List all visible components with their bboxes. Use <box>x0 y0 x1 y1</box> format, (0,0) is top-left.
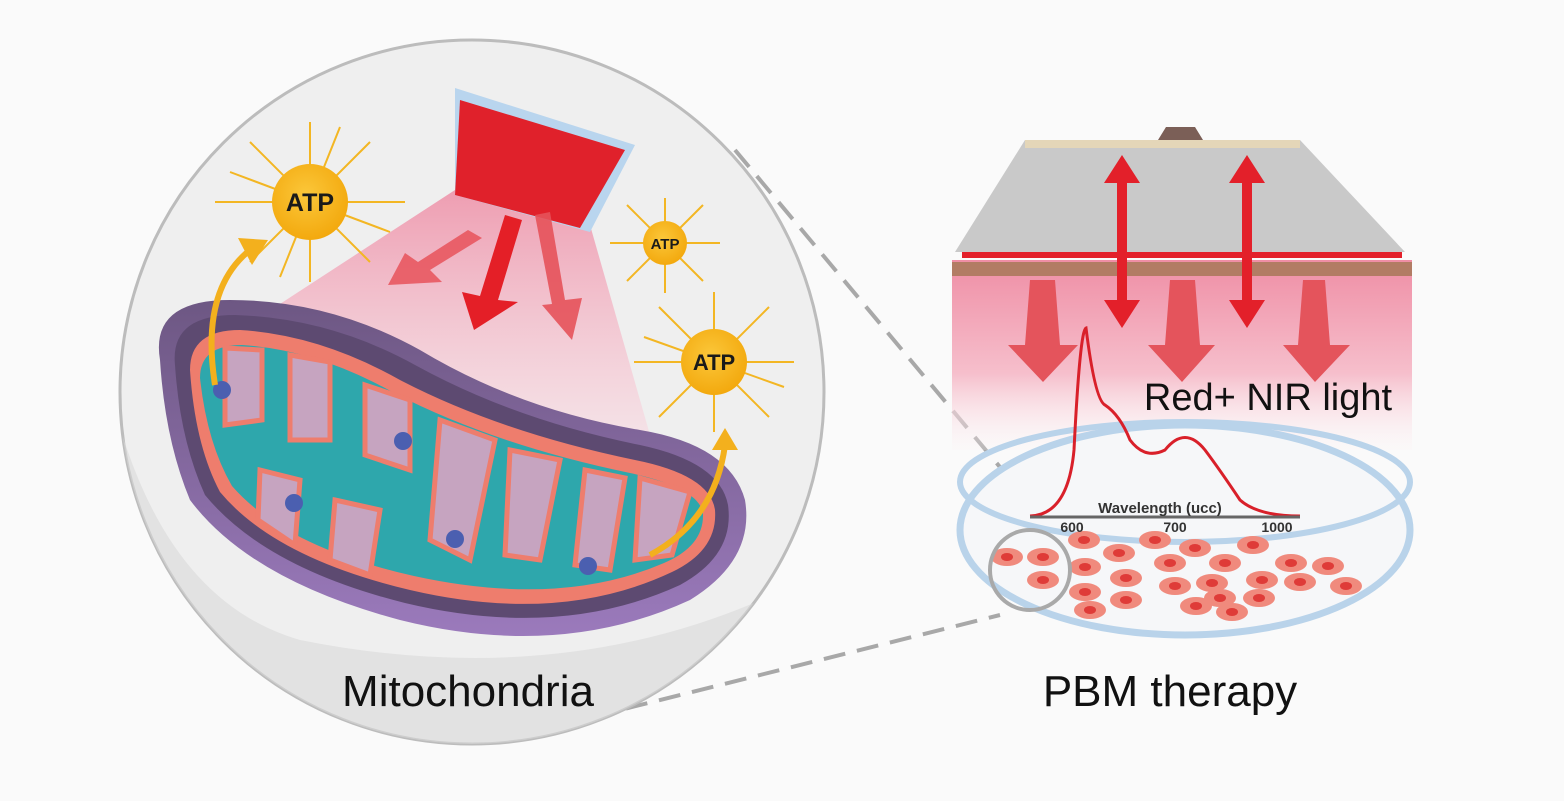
spectrum-tick: 700 <box>1163 519 1187 535</box>
cell-nucleus <box>1037 553 1049 561</box>
arrowhead <box>238 238 268 265</box>
cell-nucleus <box>1079 563 1091 571</box>
reflection-arrows <box>1104 155 1265 328</box>
cell-nucleus <box>1206 579 1218 587</box>
light-arrow <box>535 212 582 340</box>
light-device <box>955 127 1405 258</box>
cell-nucleus <box>1189 544 1201 552</box>
cell-nucleus <box>1256 576 1268 584</box>
cristae <box>222 345 694 579</box>
curved-arrow <box>208 247 252 386</box>
cell-nucleus <box>1169 582 1181 590</box>
down-arrow <box>1008 280 1078 382</box>
spectrum-curve <box>1029 325 1301 518</box>
light-arrows <box>388 212 582 340</box>
circle-shadow <box>120 390 824 744</box>
atp-burst: ATP <box>610 198 720 293</box>
spectrum-chart: Wavelength (ucc) 600 700 1000 <box>1029 325 1301 535</box>
spectrum-tick: 1000 <box>1261 519 1292 535</box>
atp-release-arrows <box>208 247 728 558</box>
cell-cluster <box>991 531 1362 621</box>
cell-nucleus <box>1322 562 1334 570</box>
cell-nucleus <box>1190 602 1202 610</box>
curved-arrow <box>648 444 728 558</box>
cell-nucleus <box>1226 608 1238 616</box>
atp-circle <box>272 164 348 240</box>
zoom-connector-lines <box>559 148 1042 727</box>
down-arrow <box>1283 280 1350 382</box>
cell-nucleus <box>1340 582 1352 590</box>
cell-nucleus <box>1120 596 1132 604</box>
atp-label: ATP <box>693 350 735 375</box>
light-source-panel <box>455 88 635 232</box>
cell-nucleus <box>1001 553 1013 561</box>
zoom-inset-circle <box>988 528 1072 612</box>
mitochondrion <box>158 300 747 636</box>
cell-nucleus <box>1247 541 1259 549</box>
penetration-arrows <box>1008 280 1350 382</box>
mitochondria-panel: ATP ATP ATP <box>118 38 826 746</box>
light-label: Red+ NIR light <box>1144 377 1393 419</box>
light-arrow <box>462 215 522 330</box>
mitochondria-caption: Mitochondria <box>342 667 594 716</box>
connector-line-upper <box>733 148 1042 517</box>
double-arrow <box>1104 155 1140 328</box>
atp-burst: ATP <box>634 292 794 432</box>
cell-nucleus <box>1253 594 1265 602</box>
cell-nucleus <box>1294 578 1306 586</box>
cell-nucleus <box>1078 536 1090 544</box>
atp-circle <box>643 221 687 265</box>
pbm-therapy-caption: PBM therapy <box>1043 667 1297 716</box>
granules <box>213 381 597 575</box>
cell-nucleus <box>1037 576 1049 584</box>
light-arrow <box>388 230 482 285</box>
spectrum-axis-label: Wavelength (ucc) <box>1098 500 1222 517</box>
cell-nucleus <box>1084 606 1096 614</box>
spectrum-tick: 600 <box>1060 519 1084 535</box>
double-arrow <box>1229 155 1265 328</box>
cell-nucleus <box>1079 588 1091 596</box>
cell-nucleus <box>1149 536 1161 544</box>
skin-layer <box>952 262 1412 276</box>
connector-line-lower <box>559 613 1001 727</box>
cell-nucleus <box>1214 594 1226 602</box>
atp-label: ATP <box>651 236 680 253</box>
atp-label: ATP <box>286 189 334 217</box>
atp-burst: ATP <box>215 122 405 282</box>
atp-circle <box>681 329 747 395</box>
down-arrow <box>1148 280 1215 382</box>
cell-nucleus <box>1120 574 1132 582</box>
arrowhead <box>712 428 738 450</box>
cell-nucleus <box>1164 559 1176 567</box>
emitter-line <box>962 252 1402 258</box>
cell-nucleus <box>1285 559 1297 567</box>
cell-nucleus <box>1219 559 1231 567</box>
cell-nucleus <box>1113 549 1125 557</box>
pbm-panel: Red+ NIR light Wavelength (ucc) 600 700 … <box>952 127 1414 639</box>
